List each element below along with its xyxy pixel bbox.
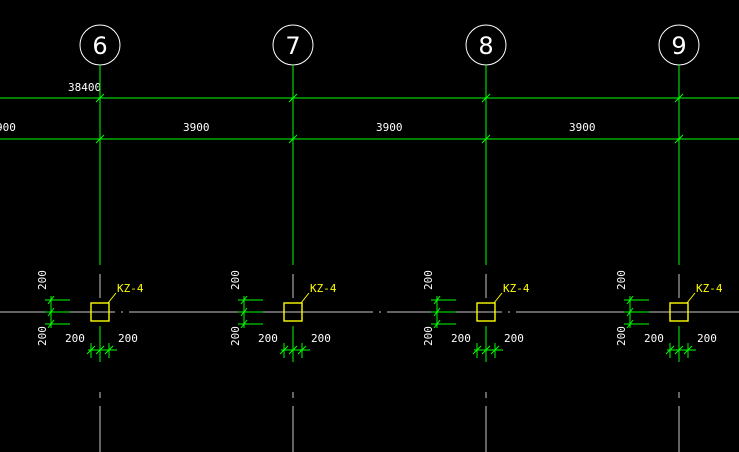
column-tag: KZ-4 <box>310 282 337 295</box>
column-kz4 <box>283 302 303 322</box>
column-tag-leader <box>107 292 117 304</box>
dimension-text: 200 <box>36 270 49 290</box>
span-dimension-text: 3900 <box>569 121 596 134</box>
dimension-tick <box>104 345 114 355</box>
dimension-text: 200 <box>615 326 628 346</box>
dimension-tick <box>481 93 491 103</box>
column-tag: KZ-4 <box>117 282 144 295</box>
span-dimension-text: 3900 <box>183 121 210 134</box>
column-tag-leader <box>300 292 310 304</box>
drawing-static-lines <box>0 97 739 313</box>
column-tag: KZ-4 <box>696 282 723 295</box>
dimension-text: 200 <box>451 332 471 345</box>
dimension-text: 200 <box>65 332 85 345</box>
axis-label: 9 <box>671 32 686 60</box>
dimension-tick <box>490 345 500 355</box>
dimension-tick <box>481 134 491 144</box>
axis-label: 8 <box>478 32 493 60</box>
dimension-tick <box>297 345 307 355</box>
dimension-tick <box>95 134 105 144</box>
dimension-tick <box>279 345 289 355</box>
dimension-tick <box>674 345 684 355</box>
dimension-tick <box>95 345 105 355</box>
column-kz4 <box>476 302 496 322</box>
dimension-tick <box>674 93 684 103</box>
dimension-tick <box>288 345 298 355</box>
dimension-tick <box>288 134 298 144</box>
axis-label: 7 <box>285 32 300 60</box>
dimension-tick <box>86 345 96 355</box>
dimension-tick <box>674 134 684 144</box>
span-dimension-text: 3900 <box>376 121 403 134</box>
dimension-tick <box>683 345 693 355</box>
dimension-text: 200 <box>118 332 138 345</box>
dimension-text: 200 <box>644 332 664 345</box>
dimension-text: 200 <box>697 332 717 345</box>
column-tag: KZ-4 <box>503 282 530 295</box>
dimension-tick <box>288 93 298 103</box>
dimension-tick <box>665 345 675 355</box>
dimension-text: 200 <box>422 270 435 290</box>
column-tag-leader <box>686 292 696 304</box>
dimension-tick <box>481 345 491 355</box>
dimension-text: 200 <box>229 326 242 346</box>
dimension-tick <box>95 93 105 103</box>
dimension-text: 200 <box>258 332 278 345</box>
left-partial-dimension-text: 900 <box>0 121 16 134</box>
column-kz4 <box>669 302 689 322</box>
overall-dimension-text: 38400 <box>68 81 101 94</box>
axis-label: 6 <box>92 32 107 60</box>
dimension-text: 200 <box>229 270 242 290</box>
dimension-tick <box>472 345 482 355</box>
dimension-text: 200 <box>422 326 435 346</box>
column-kz4 <box>90 302 110 322</box>
dimension-text: 200 <box>615 270 628 290</box>
column-tag-leader <box>493 292 503 304</box>
dimension-text: 200 <box>36 326 49 346</box>
dimension-text: 200 <box>504 332 524 345</box>
dimension-text: 200 <box>311 332 331 345</box>
